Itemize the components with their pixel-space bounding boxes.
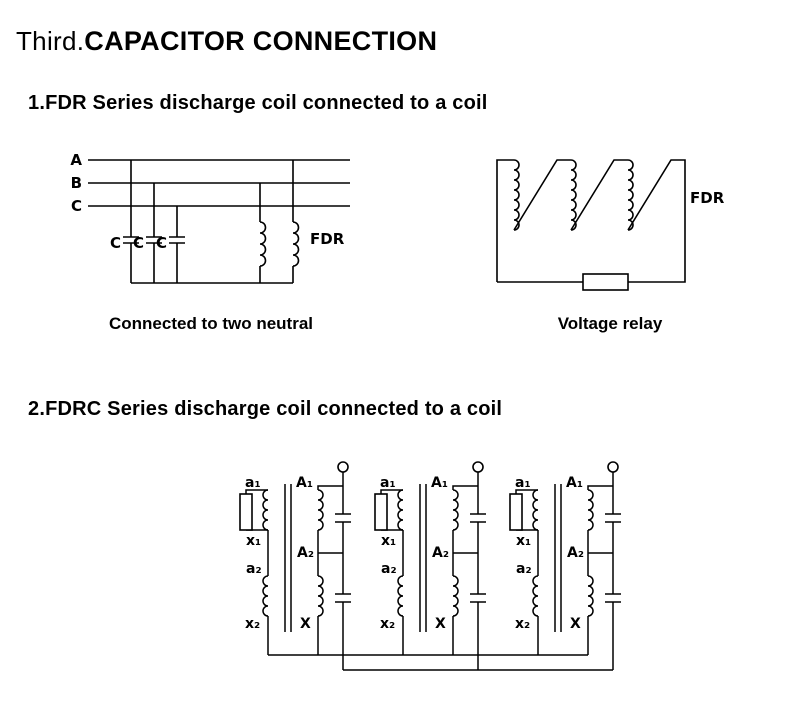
caption-voltage-relay: Voltage relay — [557, 314, 663, 333]
winding-section-1 — [513, 159, 520, 231]
winding-section-3 — [627, 159, 634, 231]
cap-label-1: C — [110, 234, 121, 252]
fdrc-unit-1-labels: a₁ A₁ x₁ A₂ a₂ x₂ X — [245, 475, 314, 632]
label-X: X — [570, 616, 581, 632]
label-X: X — [435, 616, 446, 632]
cap-label-3: C — [156, 234, 167, 252]
label-x1: x₁ — [516, 533, 531, 549]
label-x1: x₁ — [381, 533, 396, 549]
phase-label-b: B — [71, 174, 82, 192]
capacitor-bank — [123, 160, 185, 283]
phase-label-a: A — [70, 151, 82, 169]
page-title: Third.CAPACITOR CONNECTION — [16, 26, 437, 57]
label-x2: x₂ — [380, 616, 395, 632]
relay-circuit-outline — [496, 159, 686, 283]
label-A2: A₂ — [567, 545, 584, 561]
label-X: X — [300, 616, 311, 632]
caption-two-neutral: Connected to two neutral — [109, 314, 313, 333]
fdr-two-neutral-diagram: A B C C C C FDR — [70, 151, 350, 284]
label-A2: A₂ — [297, 545, 314, 561]
label-x1: x₁ — [246, 533, 261, 549]
label-a1: a₁ — [515, 475, 531, 491]
cap-label-2: C — [133, 234, 144, 252]
relay-box — [582, 273, 629, 291]
discharge-coil-left — [259, 221, 267, 267]
label-a2: a₂ — [516, 561, 532, 577]
label-A1: A₁ — [566, 475, 583, 491]
label-x2: x₂ — [515, 616, 530, 632]
label-A1: A₁ — [431, 475, 448, 491]
fdrc-unit-3-labels: a₁ A₁ x₁ A₂ a₂ x₂ X — [515, 475, 584, 632]
section2-heading: 2.FDRC Series discharge coil connected t… — [28, 398, 503, 420]
phase-label-c: C — [71, 197, 82, 215]
label-x2: x₂ — [245, 616, 260, 632]
fdrc-units-diagram: a₁ A₁ x₁ A₂ a₂ x₂ X a₁ A₁ x₁ A₂ a₂ x₂ X … — [239, 461, 622, 671]
section1-heading: 1.FDR Series discharge coil connected to… — [28, 92, 488, 114]
label-a1: a₁ — [380, 475, 396, 491]
voltage-relay-diagram: FDR — [496, 159, 725, 291]
fdr-label-left-diagram: FDR — [310, 230, 345, 248]
discharge-coil-right — [292, 221, 300, 267]
label-A2: A₂ — [432, 545, 449, 561]
winding-section-2 — [570, 159, 577, 231]
label-A1: A₁ — [296, 475, 313, 491]
page-title-prefix: Third. — [16, 26, 85, 56]
label-a1: a₁ — [245, 475, 261, 491]
fdrc-unit-2-labels: a₁ A₁ x₁ A₂ a₂ x₂ X — [380, 475, 449, 632]
fdr-label-right-diagram: FDR — [690, 189, 725, 207]
page-title-main: CAPACITOR CONNECTION — [84, 26, 438, 56]
label-a2: a₂ — [246, 561, 262, 577]
label-a2: a₂ — [381, 561, 397, 577]
coil-leads — [259, 160, 294, 283]
